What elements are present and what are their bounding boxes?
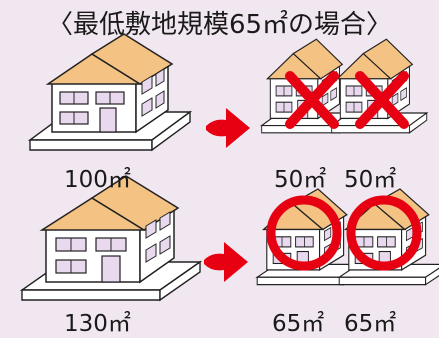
area-label-65-left: 65㎡: [272, 311, 325, 337]
split-house-50-right: [331, 38, 428, 134]
arrow-right-icon: [206, 108, 250, 148]
cross-mark-icon: [285, 71, 409, 129]
title-close-bracket: 〉: [366, 10, 393, 40]
house-130: [19, 175, 203, 302]
title-open-bracket: 〈: [46, 10, 73, 40]
house-100: [27, 33, 193, 152]
circle-mark-icon: [266, 195, 422, 271]
area-label-65-right: 65㎡: [344, 311, 397, 337]
area-label-50-right: 50㎡: [344, 167, 397, 193]
area-label-50-left: 50㎡: [274, 167, 327, 193]
arrow-right-icon: [204, 242, 248, 282]
area-label-100: 100㎡: [64, 167, 131, 193]
area-label-130: 130㎡: [64, 311, 131, 337]
